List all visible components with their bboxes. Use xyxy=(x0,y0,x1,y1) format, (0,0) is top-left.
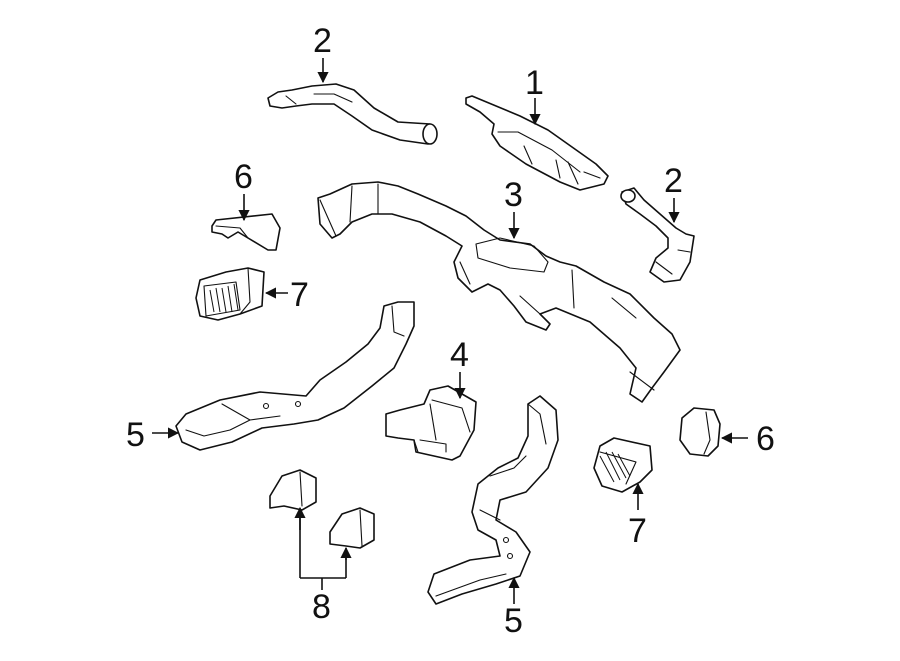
callout-1: 1 xyxy=(525,64,544,102)
callout-2-right: 2 xyxy=(664,162,683,200)
vent-left xyxy=(195,267,265,321)
callout-7-right: 7 xyxy=(628,512,647,550)
callout-2-top: 2 xyxy=(313,22,332,60)
floor-duct-left xyxy=(175,301,415,451)
main-dash-duct xyxy=(317,181,681,403)
callout-7-left: 7 xyxy=(290,276,309,314)
callout-5-left: 5 xyxy=(126,416,145,454)
callout-6-right: 6 xyxy=(756,420,775,458)
leader-lines xyxy=(152,58,748,604)
callouts: 1 2 2 3 4 5 5 6 6 7 7 8 xyxy=(126,22,775,640)
duct-tube-top xyxy=(267,83,438,145)
trim-cap-left xyxy=(211,213,281,251)
trim-cap-right xyxy=(679,407,721,457)
callout-8: 8 xyxy=(312,588,331,626)
floor-duct-right xyxy=(427,395,559,605)
small-duct xyxy=(385,385,477,461)
callout-3: 3 xyxy=(504,176,523,214)
defroster-nozzle xyxy=(465,95,609,191)
clip-right xyxy=(329,507,375,549)
duct-tube-right xyxy=(620,187,695,283)
callout-6-left: 6 xyxy=(234,158,253,196)
clip-left xyxy=(269,469,317,511)
vent-right xyxy=(593,437,653,493)
callout-4: 4 xyxy=(450,336,469,374)
callout-5-right: 5 xyxy=(504,602,523,640)
